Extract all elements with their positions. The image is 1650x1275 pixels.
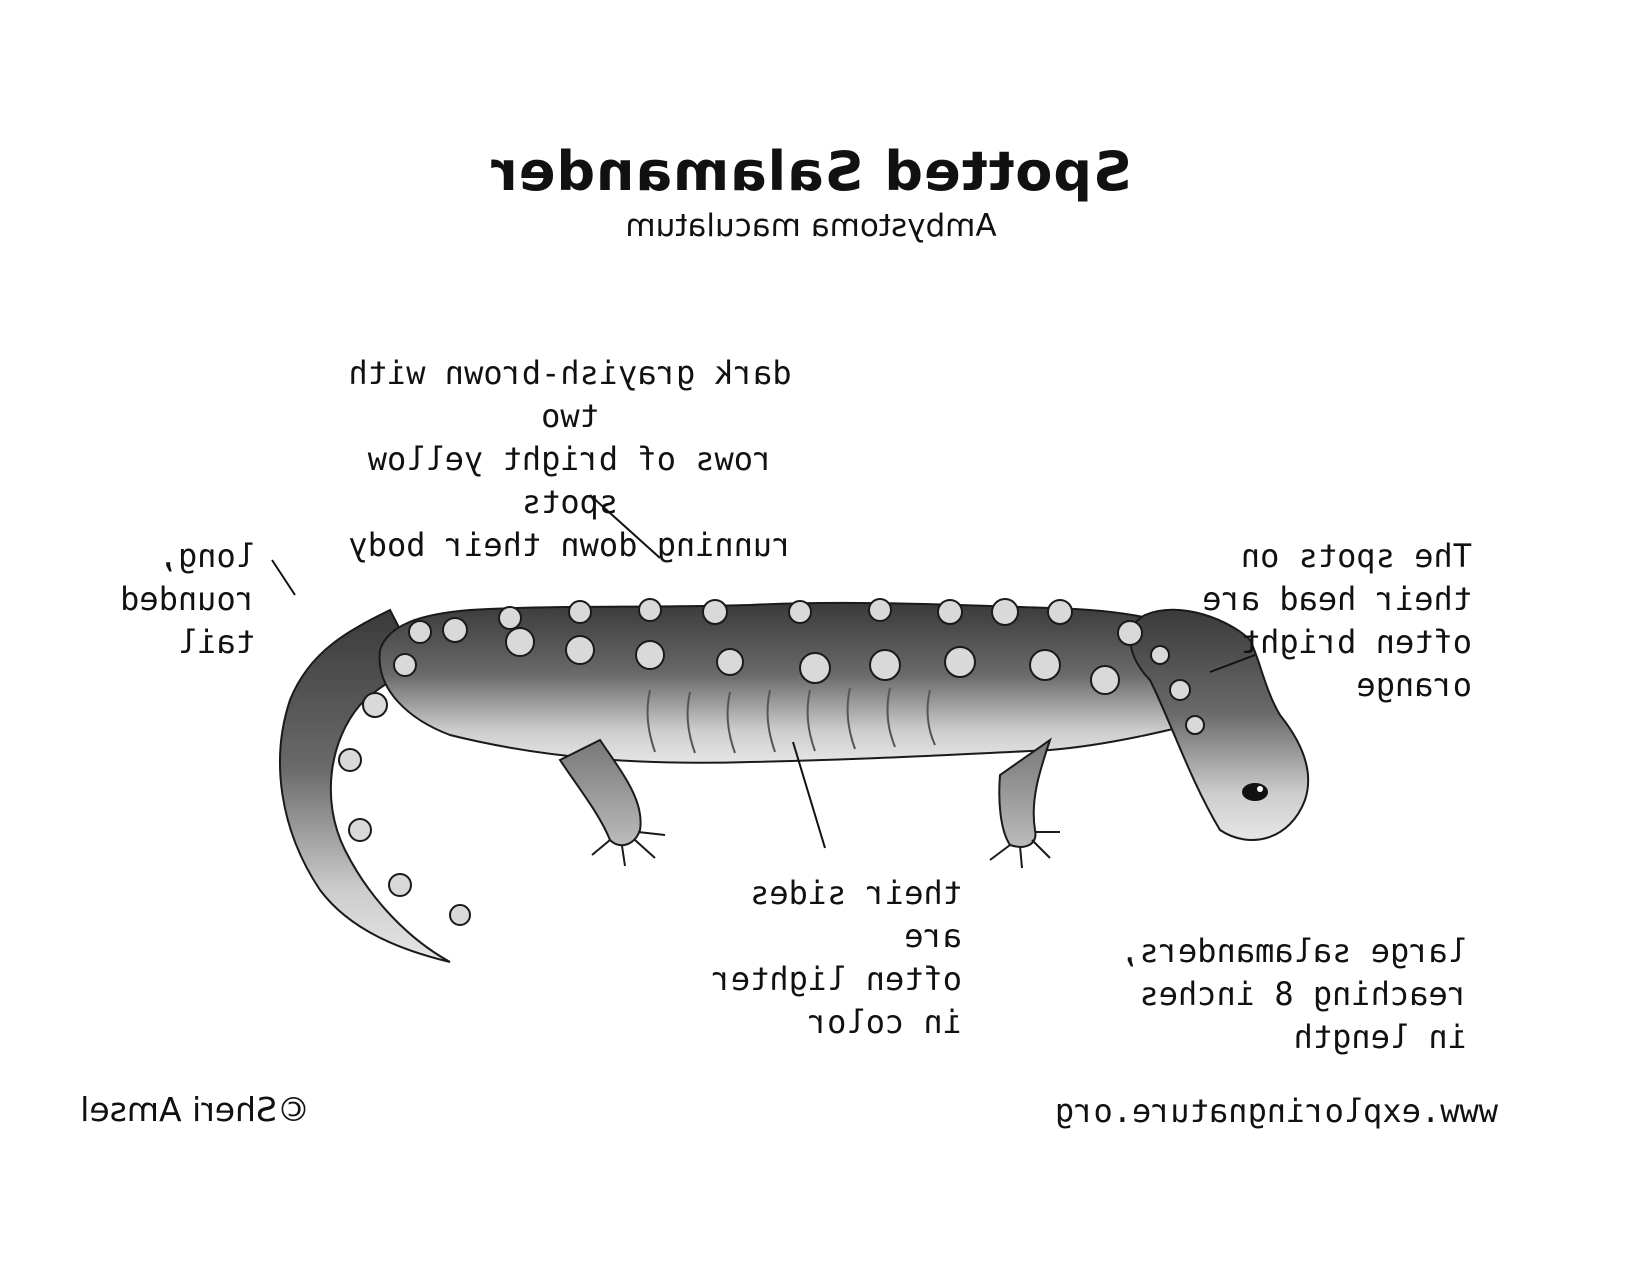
costal-grooves <box>646 687 936 754</box>
yellow-spots <box>338 598 1205 926</box>
copyright-credit: ©Sheri Amsel <box>80 1090 310 1129</box>
label-size: large salamanders, reaching 8 inches in … <box>1120 932 1467 1056</box>
salamander-tail <box>279 608 451 963</box>
leader-head <box>1209 654 1256 673</box>
label-back-coloration: dark grayish-brown with two rows of brig… <box>348 354 792 564</box>
salamander-hind-leg <box>558 738 642 847</box>
salamander-head <box>1129 608 1310 841</box>
scientific-name: Ambystoma maculatum <box>625 208 997 244</box>
label-tail: long, rounded tail <box>120 537 255 661</box>
leader-tail <box>271 559 296 596</box>
salamander-front-leg <box>998 737 1052 848</box>
label-sides: their sides are often lighter in color <box>711 874 962 1041</box>
leader-back <box>589 494 661 559</box>
website-url: www.exploringnature.org <box>1054 1092 1498 1130</box>
hind-foot-toes <box>591 831 666 867</box>
eye-highlight <box>1257 786 1263 792</box>
salamander-eye <box>1242 783 1268 801</box>
leader-lines <box>271 494 1256 849</box>
diagram-title: Spotted Salamander <box>490 140 1132 203</box>
front-foot-toes <box>989 831 1060 869</box>
label-head-spots: The spots on their head are often bright… <box>1202 537 1472 704</box>
leader-sides <box>792 741 826 849</box>
salamander-body <box>279 598 1310 963</box>
